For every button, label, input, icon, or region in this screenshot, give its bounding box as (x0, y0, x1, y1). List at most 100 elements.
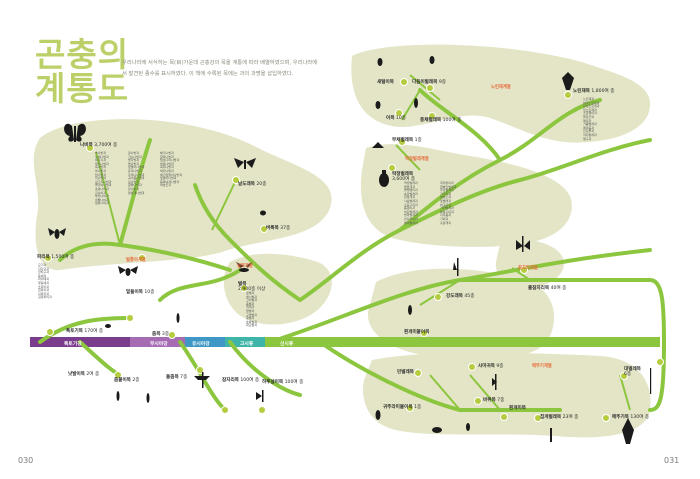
psocid-icon (429, 56, 435, 64)
order-label: 날도래목 20종 (238, 182, 267, 187)
node-strepsiptera (398, 138, 406, 146)
era-label-neoptera: 신시류 (280, 342, 294, 347)
order-label: 나비목 3,700여 종 (80, 143, 118, 148)
earwig-icon (550, 428, 552, 442)
node-ephemeroptera (258, 406, 266, 414)
minor-branches (95, 74, 631, 411)
order-label: 톡토기목 170여 종 (66, 329, 104, 334)
order-nodes (44, 78, 664, 422)
node-hemiptera (564, 91, 572, 99)
era-label-palaeoptera: 고시류 (240, 342, 254, 347)
order-label: 돌좀목 7종 (166, 375, 188, 380)
cricket-icon (375, 410, 381, 420)
group-tag-mecopteroid: 벌통이계열 (126, 258, 146, 263)
node-isoptera (500, 413, 508, 421)
shieldbug-icon (562, 72, 574, 90)
family-list: 잎벌과 맵시벌과 고치벌과 좀벌과 개미과 말벌과 구멍벌과 꿀벌과 호박벌과 … (246, 291, 258, 328)
group-tag-hemipteroid: 노린재계열 (491, 85, 511, 90)
node-odonata (221, 406, 229, 414)
node-neuroptera (520, 266, 528, 274)
lacewing-icon (516, 236, 530, 252)
feather-louse-icon (377, 58, 383, 66)
order-label: 총채벌레목 100여 종 (420, 118, 462, 123)
node-thysanoptera (428, 112, 436, 120)
node-dermaptera (534, 414, 542, 422)
node-psocoptera (426, 84, 434, 92)
node-mantodea (468, 363, 476, 371)
fly-icon (48, 228, 66, 239)
node-hymenoptera (240, 284, 248, 292)
era-label-pterygota: 유시아강 (192, 342, 210, 347)
family-list: 모기과 각다귀과 깔따구과 등에과 파리매과 꽃등에과 초파리과 집파리과 쉬파… (38, 263, 52, 300)
order-label: 노린재목 1,800여 종 (573, 89, 615, 94)
order-label: 새털이목 (377, 80, 394, 85)
node-end (656, 358, 664, 366)
moth-icon (234, 158, 256, 169)
silverfish-icon (176, 313, 180, 323)
family-list: 솔나방과 누에나방과 박각시과 재주나방과 독나방과 불나방과 밤나방과 자나방… (95, 151, 112, 206)
node-diplura (126, 314, 134, 322)
group-tag-coleopteroid: 딱정벌레계열 (405, 157, 429, 162)
order-label: 바퀴목 7종 (483, 398, 505, 403)
thrips-icon (414, 98, 418, 108)
mantis-icon (492, 374, 497, 390)
order-label: 이목 10종 (386, 116, 406, 121)
order-label: 귀뚜라미붙이목 1종 (383, 405, 422, 410)
page-number-left: 030 (18, 456, 34, 465)
beetle-icon (379, 170, 389, 187)
order-label: 강도래목 45종 (446, 294, 475, 299)
node-collembola (46, 328, 54, 336)
dipluran-icon (146, 393, 150, 403)
page-number-right: 031 (664, 456, 680, 465)
flea-icon (260, 210, 266, 216)
node-plecoptera (434, 293, 442, 301)
stick-insect-icon (650, 368, 652, 394)
node-mallophaga (400, 78, 408, 86)
stonefly-icon (453, 258, 459, 276)
node-trichoptera (232, 176, 240, 184)
insect-silhouettes (48, 56, 652, 444)
scorpionfly-icon (118, 266, 138, 276)
order-label: 밑들이목 10종 (126, 290, 155, 295)
node-archaeognatha (196, 366, 204, 374)
family-list: 딱정벌레과 물방개과 물땡땡이과 송장벌레과 반날개과 사슴벌레과 소똥구리과 … (404, 181, 418, 225)
era-bar (30, 337, 660, 347)
node-diptera (44, 254, 52, 262)
node-grylloblattodea (406, 404, 414, 412)
order-label: 흰개미목 (509, 406, 526, 411)
node-phasmida (620, 372, 628, 380)
era-label-apterygota: 무시아강 (150, 342, 168, 347)
node-coleoptera (388, 164, 396, 172)
butterfly-icon (64, 123, 86, 142)
node-anoplura (395, 109, 403, 117)
group-tag-hymenopteroid: 벌목계열 (237, 264, 253, 269)
termite-icon (466, 423, 470, 431)
order-label: 사마귀목 9종 (478, 364, 504, 369)
node-zoraptera (414, 369, 422, 377)
order-label: 좀붙이목 2종 (114, 378, 140, 383)
node-orthoptera (602, 414, 610, 422)
order-label: 흰개미붙이목 (404, 330, 430, 335)
node-mecoptera (138, 254, 146, 262)
order-label: 좀목 3종 (152, 332, 170, 337)
family-list: 개미붙이과 밑빠진벌레과 무당벌레과 거저리과 하늘소과 잎벌레과 바구미과 거… (440, 181, 457, 225)
page-title: 곤충의 계통도 (35, 35, 130, 108)
grasshopper-icon (622, 418, 634, 444)
order-label: 부채벌레목 1종 (392, 138, 422, 143)
order-label: 집게벌레목 23여 종 (540, 415, 579, 420)
cockroach-icon (432, 427, 442, 433)
order-label: 잠자리목 100여 종 (222, 378, 260, 383)
node-lepidoptera (86, 144, 94, 152)
node-embioptera (420, 329, 428, 337)
dragonfly-icon (194, 372, 210, 388)
wasp-icon (236, 262, 252, 272)
webspinner-icon (408, 305, 412, 315)
family-list: 굴나방과 가는나방과 뿔나방과 명나방과 잎말이나방과 유리나방과 주머니나방과… (128, 151, 145, 195)
order-label: 메뚜기목 130여 종 (612, 415, 650, 420)
family-list: 노린재과 허리노린재과 장님노린재과 침노린재과 소금쟁이과 물장군과 매미과 … (583, 97, 600, 141)
order-label: 다듬이벌레목 9종 (412, 80, 446, 85)
